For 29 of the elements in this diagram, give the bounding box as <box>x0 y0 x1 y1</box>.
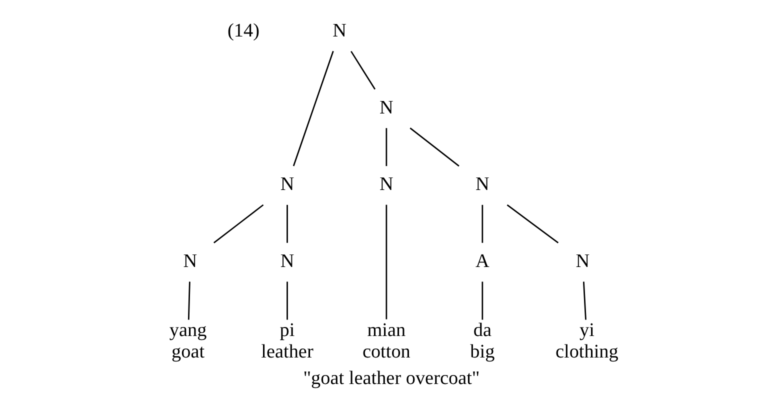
node-text: da big <box>470 320 495 363</box>
node-text: N <box>183 250 198 272</box>
node-text: N <box>332 20 346 42</box>
node-text: yang goat <box>169 320 207 363</box>
node-text: yi clothing <box>555 320 618 363</box>
connector <box>286 282 288 320</box>
node-text: N <box>475 174 490 196</box>
node-text: N <box>380 97 394 118</box>
connector <box>286 204 288 243</box>
node-text: mian cotton <box>362 320 410 363</box>
connector <box>410 128 460 167</box>
connector <box>386 128 388 166</box>
connector <box>482 282 484 320</box>
connector <box>583 282 586 320</box>
label: (14) <box>228 20 260 42</box>
connector <box>386 204 388 320</box>
caption: "goat leather overcoat" <box>303 368 480 390</box>
connector <box>350 50 376 90</box>
connector <box>506 204 559 244</box>
connector <box>292 50 334 166</box>
connector <box>214 204 264 244</box>
node-text: A <box>475 250 490 272</box>
node-text: pi leather <box>261 320 314 363</box>
connector <box>482 204 484 243</box>
node-text: N <box>280 250 294 272</box>
node-text: N <box>380 174 394 196</box>
connector <box>188 282 190 320</box>
node-text: N <box>576 250 590 272</box>
node-text: N <box>280 174 294 196</box>
